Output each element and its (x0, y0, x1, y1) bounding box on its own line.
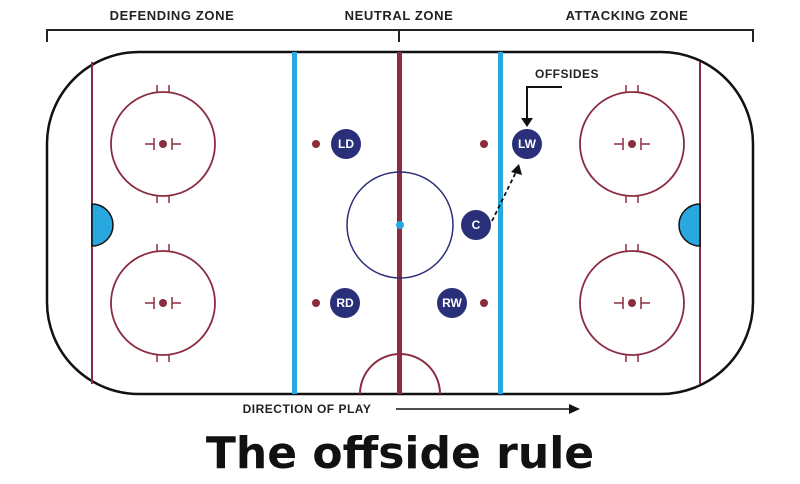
referee-crease (359, 353, 441, 395)
player-lw: LW (512, 129, 542, 159)
end-zone-faceoff-circle (579, 244, 685, 362)
center-ice-circle (346, 171, 454, 279)
player-rw: RW (437, 288, 467, 318)
player-c: C (461, 210, 491, 240)
defending-zone-label: DEFENDING ZONE (110, 8, 235, 23)
neutral-faceoff-dot (312, 140, 320, 148)
player-rd: RD (330, 288, 360, 318)
neutral-faceoff-dot (480, 299, 488, 307)
attacking-blue-line (498, 52, 503, 394)
end-zone-faceoff-circle (110, 85, 216, 203)
faceoff-circles (110, 85, 685, 362)
offsides-pointer (526, 86, 562, 120)
neutral-faceoff-dot (480, 140, 488, 148)
end-zone-faceoff-circle (579, 85, 685, 203)
end-zone-faceoff-circle (110, 244, 216, 362)
right-goal-crease (678, 203, 701, 247)
svg-text:C: C (472, 218, 481, 232)
svg-text:RW: RW (442, 296, 462, 310)
svg-text:LW: LW (518, 137, 537, 151)
neutral-zone-label: NEUTRAL ZONE (345, 8, 454, 23)
defending-blue-line (292, 52, 297, 394)
attacking-zone-label: ATTACKING ZONE (566, 8, 689, 23)
offsides-arrowhead (521, 118, 533, 127)
rink-diagram: DEFENDING ZONE NEUTRAL ZONE ATTACKING ZO… (45, 8, 755, 416)
direction-of-play-label: DIRECTION OF PLAY (243, 402, 372, 416)
svg-text:RD: RD (336, 296, 354, 310)
caption-title: The offside rule (205, 428, 595, 479)
direction-arrowhead (569, 404, 580, 414)
offsides-label: OFFSIDES (535, 67, 599, 81)
pass-arrow (491, 171, 517, 222)
pass-arrowhead (511, 164, 522, 175)
neutral-faceoff-dot (312, 299, 320, 307)
svg-text:LD: LD (338, 137, 354, 151)
left-goal-crease (91, 203, 114, 247)
player-ld: LD (331, 129, 361, 159)
center-ice-dot (396, 221, 404, 229)
